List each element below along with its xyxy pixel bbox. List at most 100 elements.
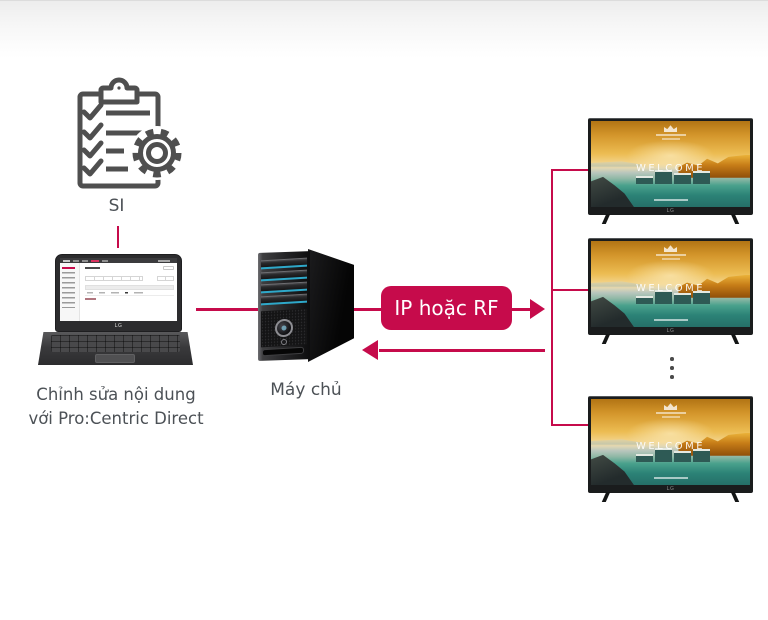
server-mesh-panel <box>261 308 307 348</box>
building <box>673 172 692 184</box>
emblem-caption <box>661 138 680 140</box>
clipboard-checklist-gear-icon <box>72 74 184 192</box>
ip-rf-badge-label: IP hoặc RF <box>394 296 499 320</box>
ip-rf-badge: IP hoặc RF <box>381 286 512 330</box>
tv-body: WELCOME LG <box>588 238 753 344</box>
tv2-branch-line <box>551 289 589 291</box>
emblem-caption <box>661 416 680 418</box>
tv-leg-right <box>730 214 740 224</box>
dot <box>670 366 674 370</box>
welcome-text: WELCOME <box>635 441 706 453</box>
screen-footnote <box>653 476 688 479</box>
server-power-knob <box>275 318 293 338</box>
welcome-text: WELCOME <box>635 163 706 175</box>
resort-buildings <box>635 289 711 304</box>
server-drive-bays <box>261 257 307 309</box>
tv-body: WELCOME LG <box>588 396 753 502</box>
drive-bay <box>261 281 307 294</box>
arrowhead-left-icon <box>362 340 378 360</box>
far-shore <box>591 439 642 445</box>
hotel-emblem <box>591 125 750 140</box>
mini-table-row <box>85 290 174 296</box>
server-tower <box>258 251 310 361</box>
tv-3: WELCOME LG <box>588 396 753 502</box>
tv-lg-logo: LG <box>666 486 675 492</box>
background-gradient <box>0 0 768 58</box>
laptop-trackpad <box>95 354 135 363</box>
server-bottom-slot <box>262 346 304 357</box>
building <box>654 289 672 304</box>
building <box>693 448 711 462</box>
screen-footnote <box>653 318 688 321</box>
mini-page-title <box>85 267 100 269</box>
arrowhead-right-icon <box>530 299 545 319</box>
si-to-laptop-line <box>117 226 119 248</box>
distribution-line-vertical <box>551 169 553 426</box>
tv-lg-logo: LG <box>666 328 675 334</box>
tv1-branch-line <box>551 169 589 171</box>
mini-toolbar-buttons <box>85 276 143 281</box>
tv-leg-left <box>601 492 611 502</box>
tv-body: WELCOME LG <box>588 118 753 224</box>
resort-buildings <box>635 447 711 462</box>
building <box>693 290 711 304</box>
screen-footnote <box>653 198 688 201</box>
mini-footnote <box>85 298 96 300</box>
dot <box>670 375 674 379</box>
tv-leg-right <box>730 334 740 344</box>
building <box>635 453 653 462</box>
laptop-base <box>38 332 193 365</box>
building <box>654 447 672 462</box>
tv-leg-left <box>601 214 611 224</box>
laptop-caption: Chỉnh sửa nội dung với Pro:Centric Direc… <box>16 383 216 431</box>
tv-screen: WELCOME <box>591 241 750 327</box>
building <box>635 295 653 304</box>
emblem-caption <box>655 254 686 257</box>
mini-sidebar-active-item <box>62 267 75 269</box>
ellipsis-dots <box>669 357 675 384</box>
laptop-caption-line2: với Pro:Centric Direct <box>28 409 204 428</box>
crown-icon <box>664 403 677 411</box>
far-shore <box>591 281 642 287</box>
server-side-panel <box>308 249 354 362</box>
si-label: SI <box>108 196 125 216</box>
welcome-text: WELCOME <box>635 283 706 295</box>
mini-menu-items <box>60 259 177 262</box>
crown-icon <box>664 125 677 133</box>
tv-screen: WELCOME <box>591 399 750 485</box>
drive-bay <box>261 269 307 282</box>
mini-topbar <box>60 258 177 263</box>
power-led-icon <box>281 325 287 331</box>
server-button <box>281 338 287 346</box>
mini-sidebar-items <box>62 272 75 308</box>
mini-sidebar <box>60 263 80 321</box>
tv-leg-right <box>730 492 740 502</box>
emblem-caption <box>661 258 680 260</box>
laptop-server-tv-line <box>196 308 536 311</box>
laptop-keyboard <box>51 335 180 352</box>
far-shore <box>591 161 642 167</box>
building <box>635 175 653 184</box>
building <box>654 169 672 184</box>
laptop-lg-logo: LG <box>114 323 123 329</box>
tv3-branch-line <box>551 424 589 426</box>
laptop-screen-bezel: LG <box>55 254 182 332</box>
resort-buildings <box>635 169 711 184</box>
mini-table-header <box>85 284 174 290</box>
mini-content-area <box>81 263 177 321</box>
mini-toolbar-right <box>157 276 174 281</box>
return-line <box>379 349 545 352</box>
tv-screen: WELCOME <box>591 121 750 207</box>
tv-lg-logo: LG <box>666 208 675 214</box>
emblem-caption <box>655 134 686 137</box>
server-label: Máy chủ <box>270 380 342 400</box>
building <box>693 170 711 184</box>
emblem-caption <box>655 412 686 415</box>
hotel-emblem <box>591 245 750 260</box>
hotel-emblem <box>591 403 750 418</box>
mini-action-button <box>163 266 174 270</box>
drive-bay <box>261 257 307 270</box>
tv-leg-left <box>601 334 611 344</box>
tv-1: WELCOME LG <box>588 118 753 224</box>
